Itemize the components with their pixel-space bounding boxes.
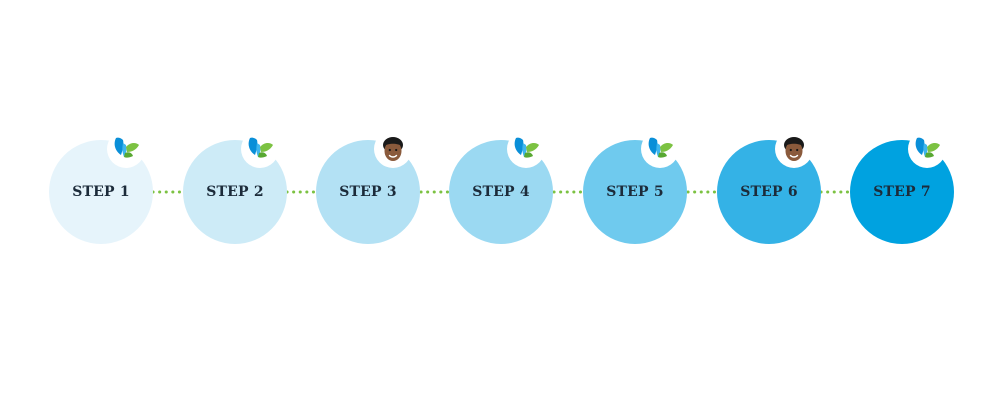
step-1-circle: STEP 1 [49,130,153,244]
step-5-circle: STEP 5 [583,130,687,244]
connector-4-5 [552,190,584,194]
butterfly-logo-icon [908,130,946,168]
step-3-label: STEP 3 [339,184,397,200]
connector-2-3 [285,190,317,194]
connector-5-6 [686,190,718,194]
step-6-circle: STEP 6 [717,130,821,244]
person-avatar-icon [775,130,813,168]
step-7-circle: STEP 7 [850,130,954,244]
step-7-label: STEP 7 [873,184,931,200]
butterfly-logo-icon [641,130,679,168]
step-5-label: STEP 5 [606,184,664,200]
butterfly-logo-icon [507,130,545,168]
connector-6-7 [819,190,851,194]
step-4-circle: STEP 4 [449,130,553,244]
step-3-circle: STEP 3 [316,130,420,244]
person-avatar-icon [374,130,412,168]
step-2-label: STEP 2 [206,184,264,200]
connector-1-2 [151,190,183,194]
step-2-circle: STEP 2 [183,130,287,244]
butterfly-logo-icon [107,130,145,168]
butterfly-logo-icon [241,130,279,168]
step-4-label: STEP 4 [472,184,530,200]
connector-3-4 [419,190,451,194]
step-1-label: STEP 1 [72,184,130,200]
step-6-label: STEP 6 [740,184,798,200]
